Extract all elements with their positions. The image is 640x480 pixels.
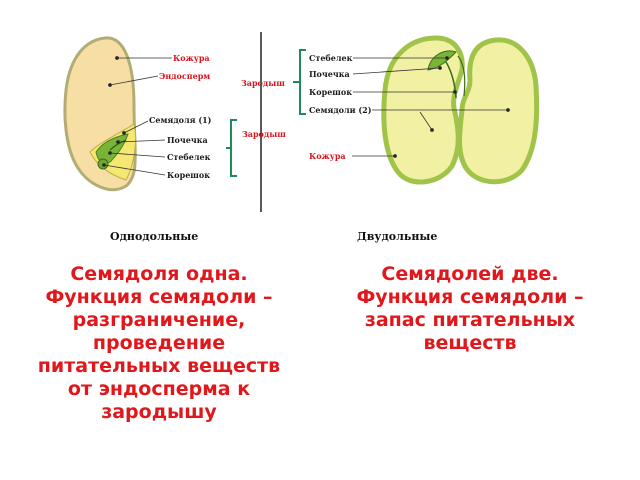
caption-dicot: Двудольные [357, 230, 437, 243]
dicot-description: Семядолей две. Функция семядоли – запас … [330, 263, 610, 355]
label-dicot-cotyledons: Семядоли (2) [309, 105, 372, 115]
monocot-leader-lines [102, 56, 172, 176]
monocot-seed [63, 36, 137, 192]
caption-monocot: Однодольные [110, 230, 198, 243]
dicot-description-line: веществ [423, 332, 517, 354]
label-dicot-embryo: Зародыш [241, 78, 285, 88]
label-monocot-cotyledon: Семядоля (1) [149, 115, 212, 125]
dicot-description-line: Функция семядоли – [356, 286, 584, 308]
label-dicot-bud: Почечка [309, 69, 350, 79]
label-monocot-seed-coat: Кожура [173, 53, 210, 63]
dicot-description-line: Семядолей две. [381, 263, 559, 285]
monocot-description-line: питательных веществ [37, 355, 281, 377]
dicot-seed [381, 35, 540, 185]
monocot-description-line: проведение [92, 332, 226, 354]
label-monocot-stem: Стебелек [167, 152, 211, 162]
monocot-description-line: Семядоля одна. [70, 263, 248, 285]
monocot-description: Семядоля одна. Функция семядоли – разгра… [14, 263, 304, 424]
label-dicot-seed-coat: Кожура [309, 151, 346, 161]
monocot-description-line: разграничение, [72, 309, 246, 331]
label-monocot-embryo: Зародыш [242, 129, 286, 139]
dicot-plumule [427, 50, 457, 71]
dicot-leader-lines [352, 56, 510, 158]
label-monocot-root: Корешок [167, 170, 210, 180]
dicot-description-line: запас питательных [364, 309, 576, 331]
monocot-embryo-bracket [230, 119, 237, 177]
label-dicot-root: Корешок [309, 87, 352, 97]
monocot-description-line: Функция семядоли – [45, 286, 273, 308]
dicot-embryo-bracket [299, 49, 306, 115]
label-monocot-endosperm: Эндосперм [159, 71, 210, 81]
label-monocot-bud: Почечка [167, 135, 208, 145]
dicot-cotyledon-right [457, 37, 540, 185]
label-dicot-stem: Стебелек [309, 53, 353, 63]
monocot-description-line: зародышу [101, 401, 217, 423]
monocot-description-line: от эндосперма к [67, 378, 251, 400]
